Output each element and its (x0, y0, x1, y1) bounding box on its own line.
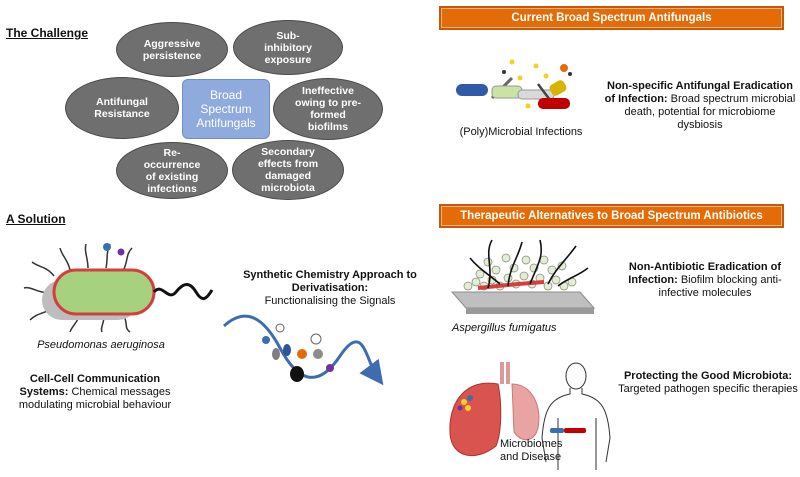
protecting-body: Targeted pathogen specific therapies (618, 383, 798, 395)
molecule-black (290, 366, 304, 382)
broad-spectrum-antifungals-box: Broad Spectrum Antifungals (182, 79, 270, 139)
synthetic-chemistry-text: Synthetic Chemistry Approach to Derivati… (240, 269, 420, 308)
nonspecific-title: Non-specific Antifungal Eradication of I… (604, 80, 793, 105)
oval-aggressive-persistence: Aggressive persistence (116, 22, 228, 77)
non-antibiotic-body: Biofilm blocking anti-infective molecule… (658, 274, 782, 299)
cell-communication-body: Chemical messages modulating microbial b… (18, 386, 172, 411)
molecule-grey-1 (272, 348, 280, 360)
molecule-purple (326, 364, 334, 372)
challenge-heading: The Challenge (6, 26, 89, 40)
polymicrobial-caption: (Poly)Microbial Infections (459, 126, 583, 138)
oval-ineffective-label: Ineffective owing to pre-formed biofilms (295, 85, 361, 133)
oval-secondary-label: Secondary effects from damaged microbiot… (257, 146, 319, 194)
derivatisation-wave-illustration (222, 314, 384, 386)
non-antibiotic-eradication-text: Non-Antibiotic Eradication of Infection:… (612, 261, 798, 300)
synthetic-chemistry-body: Functionalising the Signals (264, 295, 396, 307)
molecule-blue-1 (262, 336, 270, 344)
molecule-white (275, 323, 285, 333)
pseudomonas-bacterium-illustration (23, 243, 214, 333)
wave-arrow (222, 314, 384, 386)
solution-heading: A Solution (6, 212, 66, 226)
oval-ineffective-biofilms: Ineffective owing to pre-formed biofilms (273, 78, 383, 140)
protecting-microbiota-text: Protecting the Good Microbiota: Targeted… (618, 370, 798, 396)
oval-aggressive-label: Aggressive persistence (142, 37, 202, 62)
cell-communication-text: Cell-Cell Communication Systems: Chemica… (10, 373, 180, 412)
oval-secondary-effects: Secondary effects from damaged microbiot… (232, 140, 344, 200)
organism-caption: Pseudomonas aeruginosa (37, 339, 165, 351)
oval-antifungal-resistance: Antifungal Resistance (65, 77, 179, 139)
molecule-orange (297, 349, 307, 359)
signal-molecule-purple (117, 248, 125, 256)
aspergillus-biofilm-illustration (450, 239, 596, 314)
current-antifungals-banner: Current Broad Spectrum Antifungals (439, 6, 784, 30)
oval-reoccurrence: Re-occurrence of existing infections (116, 142, 228, 199)
oval-subinhibitory-label: Sub-inhibitory exposure (264, 29, 312, 66)
oval-reoccurrence-label: Re-occurrence of existing infections (143, 146, 201, 195)
molecule-white-2 (310, 333, 322, 345)
signal-molecule-blue (103, 243, 111, 251)
protecting-title: Protecting the Good Microbiota: (623, 370, 793, 382)
aspergillus-caption: Aspergillus fumigatus (452, 322, 557, 334)
molecule-grey-2 (313, 349, 323, 359)
therapeutic-alternatives-banner: Therapeutic Alternatives to Broad Spectr… (439, 204, 784, 228)
current-banner-label: Current Broad Spectrum Antifungals (511, 12, 712, 24)
center-box-label: Broad Spectrum Antifungals (196, 88, 256, 130)
microbiomes-caption: Microbiomes and Disease (500, 438, 563, 463)
molecule-blue-2 (283, 344, 291, 356)
alternatives-banner-label: Therapeutic Alternatives to Broad Spectr… (460, 210, 763, 222)
lung-and-body-illustration (449, 362, 611, 470)
oval-subinhibitory-exposure: Sub-inhibitory exposure (233, 20, 343, 75)
cell-communication-title: Cell-Cell Communication Systems: (19, 373, 161, 398)
synthetic-chemistry-title: Synthetic Chemistry Approach to Derivati… (243, 269, 417, 294)
polymicrobial-infection-illustration (456, 59, 572, 109)
nonspecific-body: Broad spectrum microbial death, potentia… (624, 93, 796, 131)
non-antibiotic-title: Non-Antibiotic Eradication of Infection: (628, 261, 782, 286)
nonspecific-eradication-text: Non-specific Antifungal Eradication of I… (602, 80, 798, 132)
oval-resistance-label: Antifungal Resistance (94, 96, 150, 120)
